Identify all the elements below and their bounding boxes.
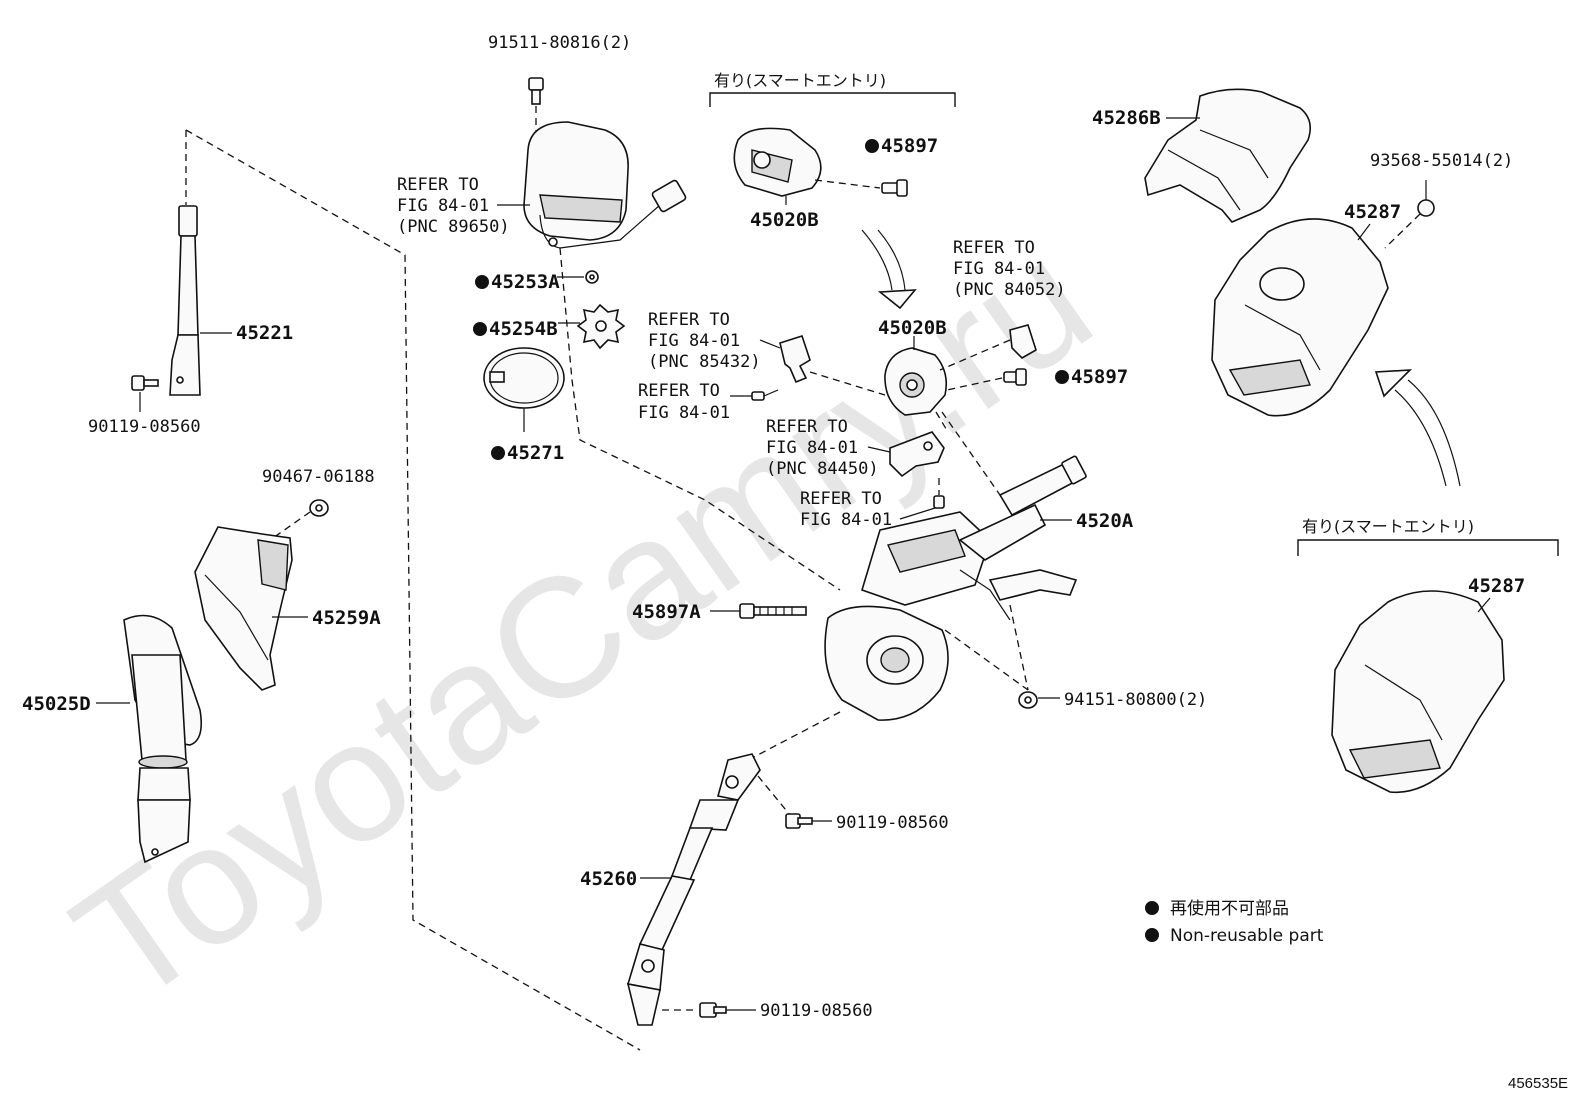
label-ref-89650-line2: FIG 84-01 <box>397 196 489 216</box>
label-45259A: 45259A <box>312 607 381 629</box>
label-45897A: 45897A <box>632 601 701 623</box>
non-reusable-dot-45254B <box>473 322 487 336</box>
label-45287-top: 45287 <box>1344 201 1401 223</box>
lock-housing-45020B-mid-drawing <box>884 347 948 416</box>
label-bracket-right: 有り(スマートエントリ) <box>1302 517 1474 536</box>
bracket-top <box>709 92 956 107</box>
label-90467: 90467-06188 <box>262 467 375 487</box>
legend: 再使用不可部品 Non-reusable part <box>1145 898 1324 946</box>
shaft-45221-drawing <box>169 130 201 396</box>
cover-45287-bottom-drawing <box>1331 590 1505 794</box>
bracket-right <box>1297 539 1559 556</box>
gear-45253A-drawing <box>585 270 599 284</box>
label-45020B-top: 45020B <box>750 209 819 231</box>
leader-ref-85432 <box>759 339 781 349</box>
bolt-45897-mid-drawing <box>1003 368 1027 386</box>
label-ref-85432-line1: REFER TO <box>648 310 730 330</box>
label-4520A: 4520A <box>1076 510 1134 532</box>
label-ref-b2-line1: REFER TO <box>800 489 882 509</box>
gear-45254B-drawing <box>576 303 626 350</box>
band-45271-drawing <box>483 347 565 409</box>
label-93568: 93568-55014(2) <box>1370 151 1513 171</box>
leader-45287-top <box>1357 223 1371 241</box>
label-45897-mid: 45897 <box>1071 366 1128 388</box>
bolt-90119-left-drawing <box>131 375 159 391</box>
label-45286B: 45286B <box>1092 107 1161 129</box>
non-reusable-dot-45897-top <box>865 139 879 153</box>
leader-45287-bottom <box>1477 597 1491 613</box>
boot-45025D-drawing <box>123 614 203 864</box>
label-ref-b1-line1: REFER TO <box>638 381 720 401</box>
legend-line-japanese: 再使用不可部品 <box>1170 898 1289 919</box>
label-ref-84450-line3: (PNC 84450) <box>766 459 879 479</box>
non-reusable-dot-45897-mid <box>1055 370 1069 384</box>
label-45020B-mid: 45020B <box>878 317 947 339</box>
label-ref-84450-line2: FIG 84-01 <box>766 438 858 458</box>
label-90119-c: 90119-08560 <box>760 1001 873 1021</box>
cover-45259A-drawing <box>194 526 293 691</box>
label-bracket-top: 有り(スマートエントリ) <box>714 71 886 90</box>
clip-90467-drawing <box>309 499 329 517</box>
label-ref-b2-line2: FIG 84-01 <box>800 510 892 530</box>
label-ref-84052-line2: FIG 84-01 <box>953 259 1045 279</box>
label-45897-top: 45897 <box>881 135 938 157</box>
label-94151: 94151-80800(2) <box>1064 690 1207 710</box>
nut-94151-drawing <box>1018 691 1038 709</box>
label-ref-84052-line1: REFER TO <box>953 238 1035 258</box>
bolt-90119-bottom-drawing <box>699 1002 727 1018</box>
cover-45286B-drawing <box>1144 88 1311 223</box>
shaft-45260-drawing <box>626 753 761 1026</box>
bolt-45897A-drawing <box>739 603 807 619</box>
sensor-84450-drawing <box>889 431 945 478</box>
label-45254B: 45254B <box>489 318 558 340</box>
bolt-45897-top-drawing <box>881 179 908 197</box>
label-90119-b: 90119-08560 <box>836 813 949 833</box>
legend-dot-icon <box>1145 928 1159 942</box>
legend-dot-icon <box>1145 901 1159 915</box>
screw-93568-drawing <box>1417 180 1435 217</box>
label-ref-84450-line1: REFER TO <box>766 417 848 437</box>
label-ref-89650-line1: REFER TO <box>397 175 479 195</box>
switch-85432-drawing <box>779 334 811 384</box>
sensor-84052-drawing <box>1009 324 1037 359</box>
label-ref-85432-line2: FIG 84-01 <box>648 331 740 351</box>
power-steering-motor-drawing <box>523 121 687 249</box>
lock-housing-45020B-top-drawing <box>733 127 822 197</box>
label-ref-b1-line2: FIG 84-01 <box>638 403 730 423</box>
steering-column-4520A-drawing <box>824 455 1087 721</box>
label-ref-84052-line3: (PNC 84052) <box>953 280 1066 300</box>
arrow-down-icon <box>861 229 917 310</box>
label-ref-89650-line3: (PNC 89650) <box>397 217 510 237</box>
bolt-90119-mid-drawing <box>785 813 813 829</box>
boundary-dashed-line <box>185 129 641 1051</box>
bolt-91511-drawing <box>528 77 544 105</box>
non-reusable-dot-45271 <box>491 446 505 460</box>
figure-id: 456535E <box>1508 1075 1568 1092</box>
cover-45287-top-drawing <box>1211 218 1389 417</box>
label-45025D: 45025D <box>22 693 91 715</box>
label-45260: 45260 <box>580 868 637 890</box>
screw-ref-b2-drawing <box>933 495 945 509</box>
label-45221: 45221 <box>236 322 293 344</box>
label-45271: 45271 <box>507 442 564 464</box>
label-45253A: 45253A <box>491 271 560 293</box>
label-45287-bottom: 45287 <box>1468 575 1525 597</box>
non-reusable-dot-45253A <box>475 275 489 289</box>
label-90119-a: 90119-08560 <box>88 417 201 437</box>
arrow-up-icon <box>1374 369 1461 487</box>
label-ref-85432-line3: (PNC 85432) <box>648 352 761 372</box>
legend-line-english: Non-reusable part <box>1170 926 1324 946</box>
label-91511: 91511-80816(2) <box>488 33 631 53</box>
